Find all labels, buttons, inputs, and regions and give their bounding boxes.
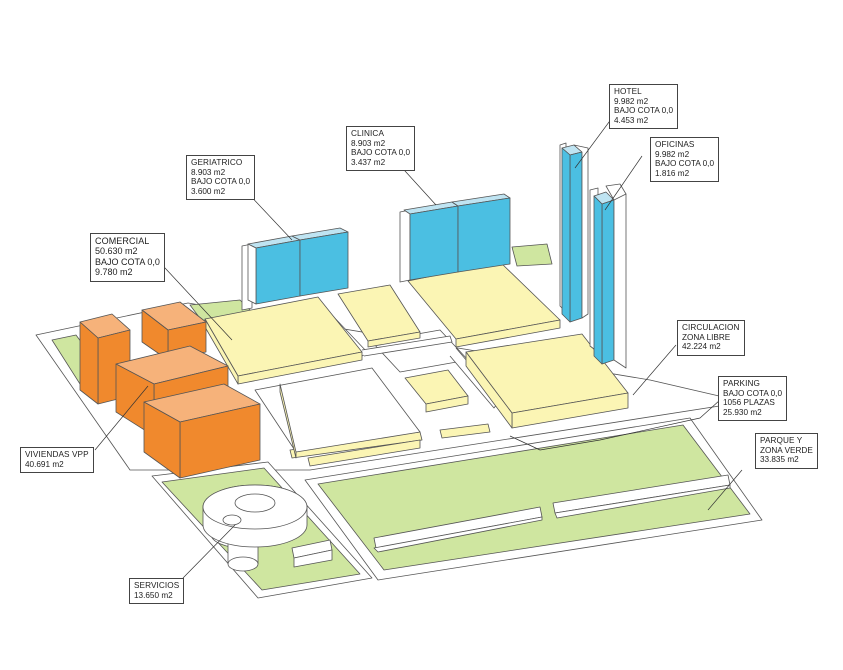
label-viviendas: VIVIENDAS VPP 40.691 m2 <box>20 447 94 474</box>
office-tower <box>589 183 627 369</box>
label-oficinas-area: 9.982 m2 <box>655 149 690 159</box>
label-hotel-area: 9.982 m2 <box>614 96 649 106</box>
label-clinica-area: 8.903 m2 <box>351 138 386 148</box>
label-geriatrico: GERIATRICO 8.903 m2 BAJO COTA 0,0 3.600 … <box>186 155 255 201</box>
label-parking-below: BAJO COTA 0,0 <box>723 388 782 398</box>
label-comercial-title: COMERCIAL <box>95 236 150 246</box>
label-geriatrico-below: BAJO COTA 0,0 <box>191 177 250 187</box>
label-servicios-area: 13.650 m2 <box>134 590 173 600</box>
label-hotel: HOTEL 9.982 m2 BAJO COTA 0,0 4.453 m2 <box>609 84 678 130</box>
clinic-towers <box>399 193 511 283</box>
label-circulacion-zone: ZONA LIBRE <box>682 332 731 342</box>
label-comercial-below: BAJO COTA 0,0 <box>95 256 160 267</box>
label-parking: PARKING BAJO COTA 0,0 1056 PLAZAS 25.930… <box>718 376 787 422</box>
label-clinica-below: BAJO COTA 0,0 <box>351 148 410 158</box>
label-parking-spaces: 1056 PLAZAS <box>723 398 775 408</box>
geriatric-towers <box>241 227 349 311</box>
park-area <box>304 417 763 581</box>
label-parque-zone: ZONA VERDE <box>760 445 813 455</box>
label-circulacion-area: 42.224 m2 <box>682 342 721 352</box>
label-servicios: SERVICIOS 13.650 m2 <box>129 578 185 605</box>
label-viviendas-title: VIVIENDAS VPP <box>25 450 89 459</box>
label-comercial: COMERCIAL 50.630 m2 BAJO COTA 0,0 9.780 … <box>90 233 165 282</box>
label-hotel-below-area: 4.453 m2 <box>614 115 649 125</box>
commercial-podium <box>204 261 629 467</box>
label-oficinas-below: BAJO COTA 0,0 <box>655 159 714 169</box>
label-clinica: CLINICA 8.903 m2 BAJO COTA 0,0 3.437 m2 <box>346 126 415 172</box>
label-parque-title: PARQUE Y <box>760 436 803 445</box>
label-clinica-below-area: 3.437 m2 <box>351 157 386 167</box>
label-oficinas: OFICINAS 9.982 m2 BAJO COTA 0,0 1.816 m2 <box>650 137 719 183</box>
label-circulacion-title: CIRCULACION <box>682 323 740 332</box>
label-comercial-below-area: 9.780 m2 <box>95 267 133 278</box>
label-clinica-title: CLINICA <box>351 129 385 138</box>
label-viviendas-area: 40.691 m2 <box>25 459 64 469</box>
label-geriatrico-area: 8.903 m2 <box>191 167 226 177</box>
label-geriatrico-below-area: 3.600 m2 <box>191 186 226 196</box>
label-comercial-area: 50.630 m2 <box>95 246 138 257</box>
label-hotel-title: HOTEL <box>614 87 642 96</box>
label-hotel-below: BAJO COTA 0,0 <box>614 106 673 116</box>
label-parking-title: PARKING <box>723 379 760 388</box>
housing-blocks <box>79 301 261 479</box>
label-parque-area: 33.835 m2 <box>760 455 799 465</box>
label-parking-area: 25.930 m2 <box>723 407 762 417</box>
label-geriatrico-title: GERIATRICO <box>191 158 243 167</box>
label-parque: PARQUE Y ZONA VERDE 33.835 m2 <box>755 433 818 469</box>
label-oficinas-below-area: 1.816 m2 <box>655 168 690 178</box>
label-circulacion: CIRCULACION ZONA LIBRE 42.224 m2 <box>677 320 745 356</box>
hotel-tower <box>559 142 589 323</box>
label-oficinas-title: OFICINAS <box>655 140 695 149</box>
label-servicios-title: SERVICIOS <box>134 581 180 590</box>
